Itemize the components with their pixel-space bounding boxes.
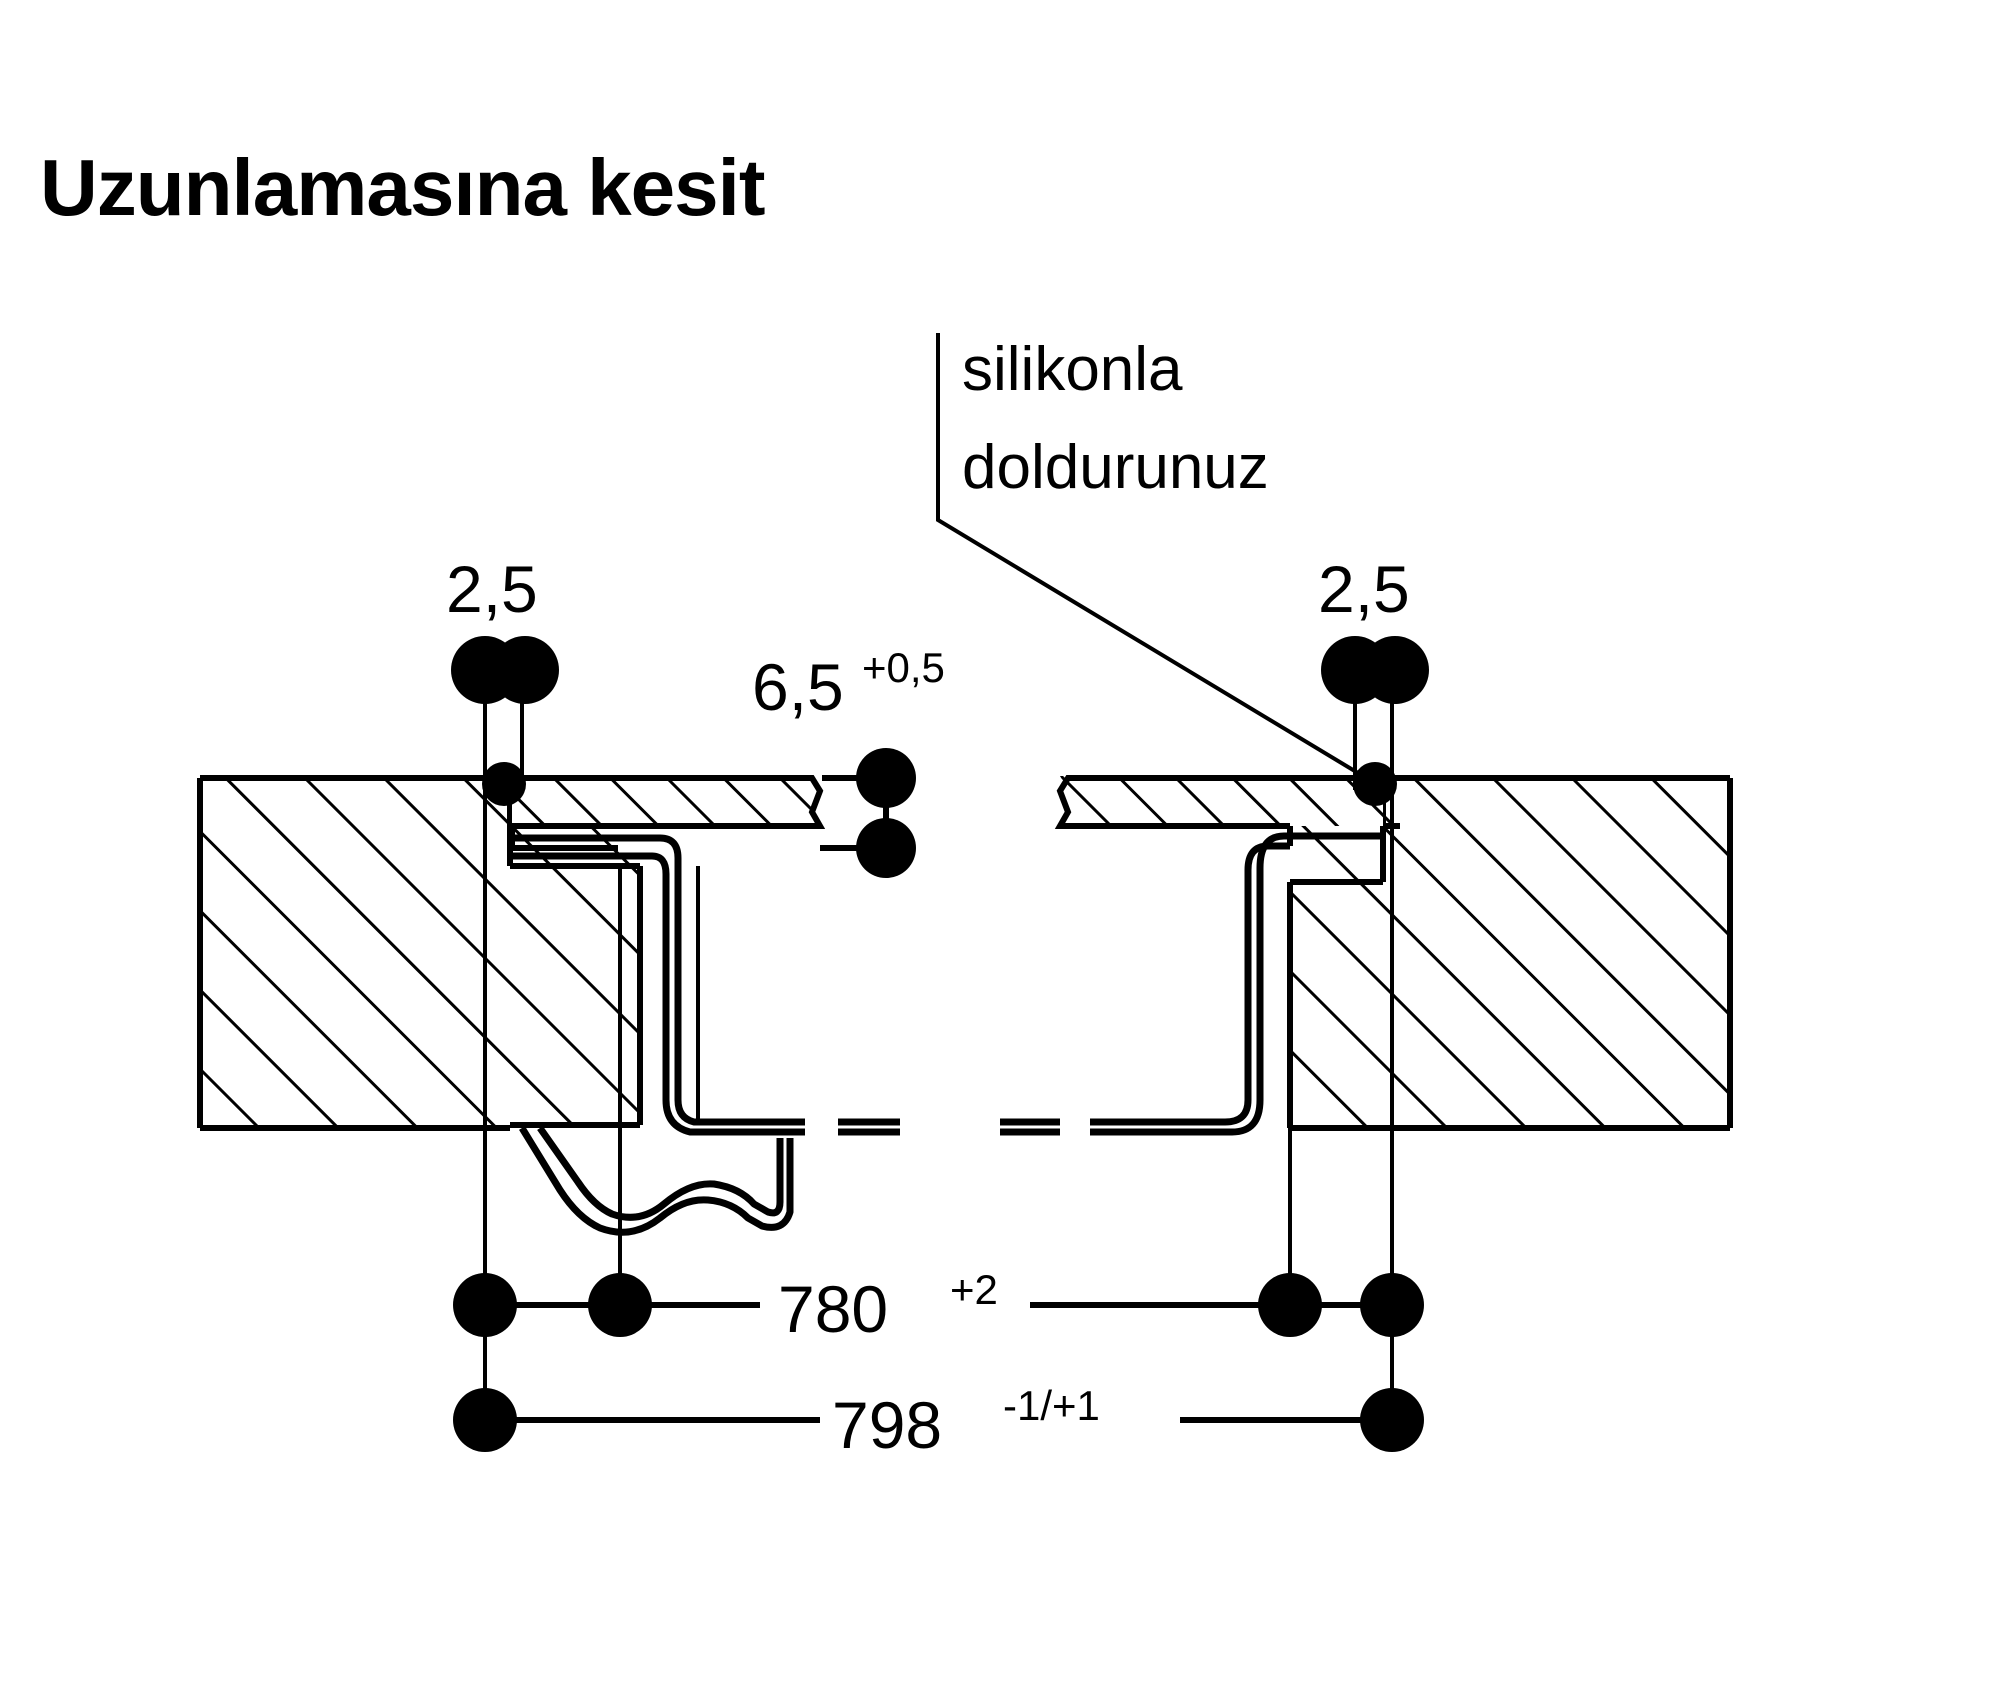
drain-trap-curve xyxy=(519,1125,794,1236)
appliance-body-outline xyxy=(512,832,1383,1136)
dimension-node-left-gap xyxy=(451,636,559,806)
left-worktop-lamina xyxy=(509,775,826,851)
label-left-gap: 2,5 xyxy=(446,552,538,626)
label-cutout-width: 780 xyxy=(778,1272,888,1346)
dimension-node-right-gap xyxy=(1321,636,1429,806)
page-title: Uzunlamasına kesit xyxy=(40,143,765,232)
label-worktop-thickness: 6,5 xyxy=(752,650,844,724)
label-overall-width-tolerance: -1/+1 xyxy=(1003,1382,1100,1429)
label-overall-width: 798 xyxy=(832,1388,942,1462)
label-right-gap: 2,5 xyxy=(1318,552,1410,626)
dimension-overall-width xyxy=(453,1388,1424,1452)
dimension-worktop-thickness xyxy=(820,748,916,878)
right-worktop-lamina xyxy=(1054,775,1398,846)
dimension-cutout-width xyxy=(453,1273,1424,1337)
silicone-note-line-1: silikonla xyxy=(962,335,1183,404)
label-worktop-thickness-tolerance: +0,5 xyxy=(862,644,945,691)
label-cutout-width-tolerance: +2 xyxy=(950,1266,998,1313)
silicone-leader-line xyxy=(936,333,1375,784)
silicone-note-line-2: doldurunuz xyxy=(962,433,1269,502)
